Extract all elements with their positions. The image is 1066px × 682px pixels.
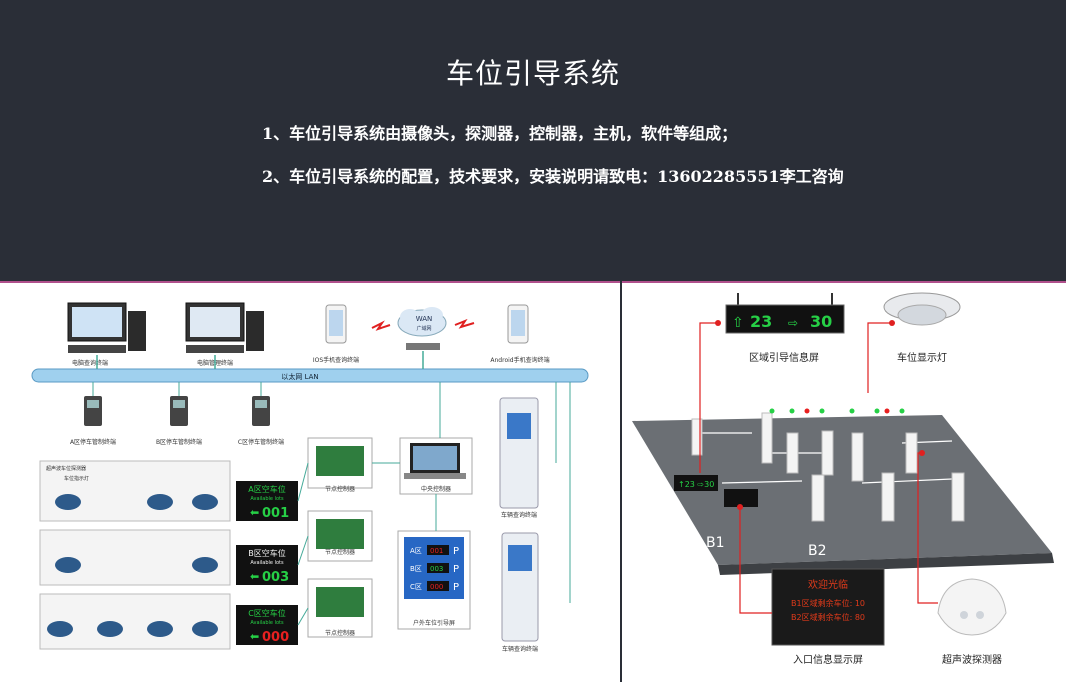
svg-text:30: 30 bbox=[810, 312, 832, 331]
parking-zone-a: 超声波车位探测器 车位指示灯 bbox=[39, 460, 231, 522]
floor-sign-1: ↑23 ⇨30 bbox=[674, 475, 718, 491]
terminal-b-label: B区停车管制终端 bbox=[156, 438, 202, 446]
sensor-label: 超声波车位探测器 bbox=[46, 465, 86, 472]
router-icon bbox=[406, 343, 440, 350]
svg-text:⬅: ⬅ bbox=[250, 506, 259, 519]
svg-text:节点控制器: 节点控制器 bbox=[325, 485, 355, 493]
android-phone-icon bbox=[507, 304, 529, 344]
svg-text:B区: B区 bbox=[410, 565, 422, 573]
android-label: Android手机查询终端 bbox=[490, 356, 549, 364]
svg-text:Available lots: Available lots bbox=[250, 496, 284, 502]
svg-text:⬅: ⬅ bbox=[250, 570, 259, 583]
system-architecture-diagram: 电脑查询终端 电脑管理终端 IOS手机查询终端 WAN 广域网 Android手… bbox=[0, 281, 620, 682]
terminal-c-icon bbox=[252, 396, 270, 426]
ios-phone-icon bbox=[325, 304, 347, 344]
svg-text:车辆查询终端: 车辆查询终端 bbox=[501, 511, 537, 519]
central-controller-laptop: 中央控制器 bbox=[399, 437, 473, 495]
parking-zone-b bbox=[39, 529, 231, 586]
ceiling-light-icon bbox=[883, 292, 961, 326]
svg-text:车辆查询终端: 车辆查询终端 bbox=[502, 645, 538, 653]
svg-text:001: 001 bbox=[262, 506, 289, 521]
node-controller-2: 节点控制器 bbox=[307, 510, 373, 562]
region-guidance-sign: ⇧ 23 ⇨ 30 bbox=[725, 293, 845, 334]
svg-text:节点控制器: 节点控制器 bbox=[325, 548, 355, 556]
terminal-a-label: A区停车管制终端 bbox=[70, 438, 116, 446]
svg-text:户外车位引导屏: 户外车位引导屏 bbox=[413, 619, 455, 627]
svg-text:000: 000 bbox=[430, 583, 443, 591]
outdoor-guidance-screen: A区 001 P B区 003 P C区 000 P 户外车位引导屏 bbox=[397, 530, 471, 630]
wan-label: WAN bbox=[416, 315, 433, 323]
parking-zone-c bbox=[39, 593, 231, 650]
kiosk-2-icon: 车辆查询终端 bbox=[501, 532, 539, 653]
floor-b1: B1 bbox=[706, 535, 725, 551]
svg-text:C区空车位: C区空车位 bbox=[248, 608, 286, 618]
svg-text:B2区域剩余车位: 80: B2区域剩余车位: 80 bbox=[791, 612, 865, 622]
pc-query-terminal-icon bbox=[67, 302, 146, 353]
svg-text:P: P bbox=[453, 582, 459, 593]
right-arrow-icon: ⇨ bbox=[788, 316, 798, 330]
terminal-b-icon bbox=[170, 396, 188, 426]
zone-a-display: A区空车位 Available lots ⬅ 001 bbox=[236, 481, 298, 521]
svg-text:23: 23 bbox=[750, 312, 772, 331]
up-arrow-icon: ⇧ bbox=[732, 315, 744, 331]
architecture-svg: 电脑查询终端 电脑管理终端 IOS手机查询终端 WAN 广域网 Android手… bbox=[31, 302, 589, 653]
pc-management-terminal-icon bbox=[185, 302, 264, 353]
pillars bbox=[691, 412, 965, 522]
parking-3d-diagram: ⇧ 23 ⇨ 30 区域引导信息屏 车位显示灯 B1 B2 bbox=[622, 281, 1066, 682]
parking-floor bbox=[632, 415, 1052, 565]
svg-text:A区: A区 bbox=[410, 547, 422, 555]
sign-label: 区域引导信息屏 bbox=[749, 351, 819, 364]
terminal-c-label: C区停车管制终端 bbox=[238, 438, 284, 446]
header-banner: 车位引导系统 1、车位引导系统由摄像头，探测器，控制器，主机，软件等组成； 2、… bbox=[0, 0, 1066, 280]
node-controller-1: 节点控制器 bbox=[307, 437, 373, 493]
parking-svg: ⇧ 23 ⇨ 30 区域引导信息屏 车位显示灯 B1 B2 bbox=[632, 292, 1054, 666]
svg-text:Available lots: Available lots bbox=[250, 620, 284, 626]
lan-label: 以太网 LAN bbox=[281, 372, 318, 381]
svg-text:Available lots: Available lots bbox=[250, 560, 284, 566]
svg-text:003: 003 bbox=[430, 565, 443, 573]
svg-text:↑23 ⇨30: ↑23 ⇨30 bbox=[678, 480, 714, 489]
entrance-label: 入口信息显示屏 bbox=[793, 653, 863, 666]
floor-b2: B2 bbox=[808, 543, 827, 559]
terminal-a-icon bbox=[84, 396, 102, 426]
entrance-info-display: 欢迎光临 B1区域剩余车位: 10 B2区域剩余车位: 80 bbox=[771, 568, 885, 646]
detector-label: 超声波探测器 bbox=[942, 653, 1002, 666]
node-controller-3: 节点控制器 bbox=[307, 578, 373, 638]
kiosk-1-icon: 车辆查询终端 bbox=[499, 397, 539, 519]
svg-text:C区: C区 bbox=[410, 583, 422, 591]
svg-text:中央控制器: 中央控制器 bbox=[421, 485, 451, 493]
ios-label: IOS手机查询终端 bbox=[313, 356, 359, 364]
svg-text:欢迎光临: 欢迎光临 bbox=[808, 578, 848, 591]
wan-sub-label: 广域网 bbox=[416, 325, 431, 332]
svg-text:P: P bbox=[453, 564, 459, 575]
svg-text:003: 003 bbox=[262, 570, 289, 585]
zone-b-display: B区空车位 Available lots ⬅ 003 bbox=[236, 545, 298, 585]
description-line-2: 2、车位引导系统的配置，技术要求，安装说明请致电：13602285551李工咨询 bbox=[262, 167, 844, 186]
svg-text:001: 001 bbox=[430, 547, 443, 555]
svg-text:000: 000 bbox=[262, 630, 289, 645]
zone-c-display: C区空车位 Available lots ⬅ 000 bbox=[236, 605, 298, 645]
wan-cloud-icon bbox=[397, 307, 447, 337]
light-label: 车位指示灯 bbox=[64, 475, 89, 482]
svg-text:节点控制器: 节点控制器 bbox=[325, 629, 355, 637]
svg-text:P: P bbox=[453, 546, 459, 557]
lan-bus bbox=[31, 368, 589, 383]
svg-text:B区空车位: B区空车位 bbox=[248, 548, 286, 558]
signal-icon-2 bbox=[454, 318, 475, 329]
floor-sign-2 bbox=[724, 489, 758, 507]
ultrasonic-detector-icon bbox=[937, 578, 1007, 636]
svg-text:A区空车位: A区空车位 bbox=[248, 484, 285, 494]
space-indicator-lights bbox=[769, 408, 905, 414]
description-line-1: 1、车位引导系统由摄像头，探测器，控制器，主机，软件等组成； bbox=[262, 124, 738, 143]
svg-text:⬅: ⬅ bbox=[250, 630, 259, 643]
light-label: 车位显示灯 bbox=[897, 351, 947, 364]
signal-icon bbox=[371, 320, 391, 331]
page-title: 车位引导系统 bbox=[445, 57, 620, 90]
svg-text:B1区域剩余车位: 10: B1区域剩余车位: 10 bbox=[791, 598, 865, 608]
pc-query-label: 电脑查询终端 bbox=[72, 359, 108, 367]
